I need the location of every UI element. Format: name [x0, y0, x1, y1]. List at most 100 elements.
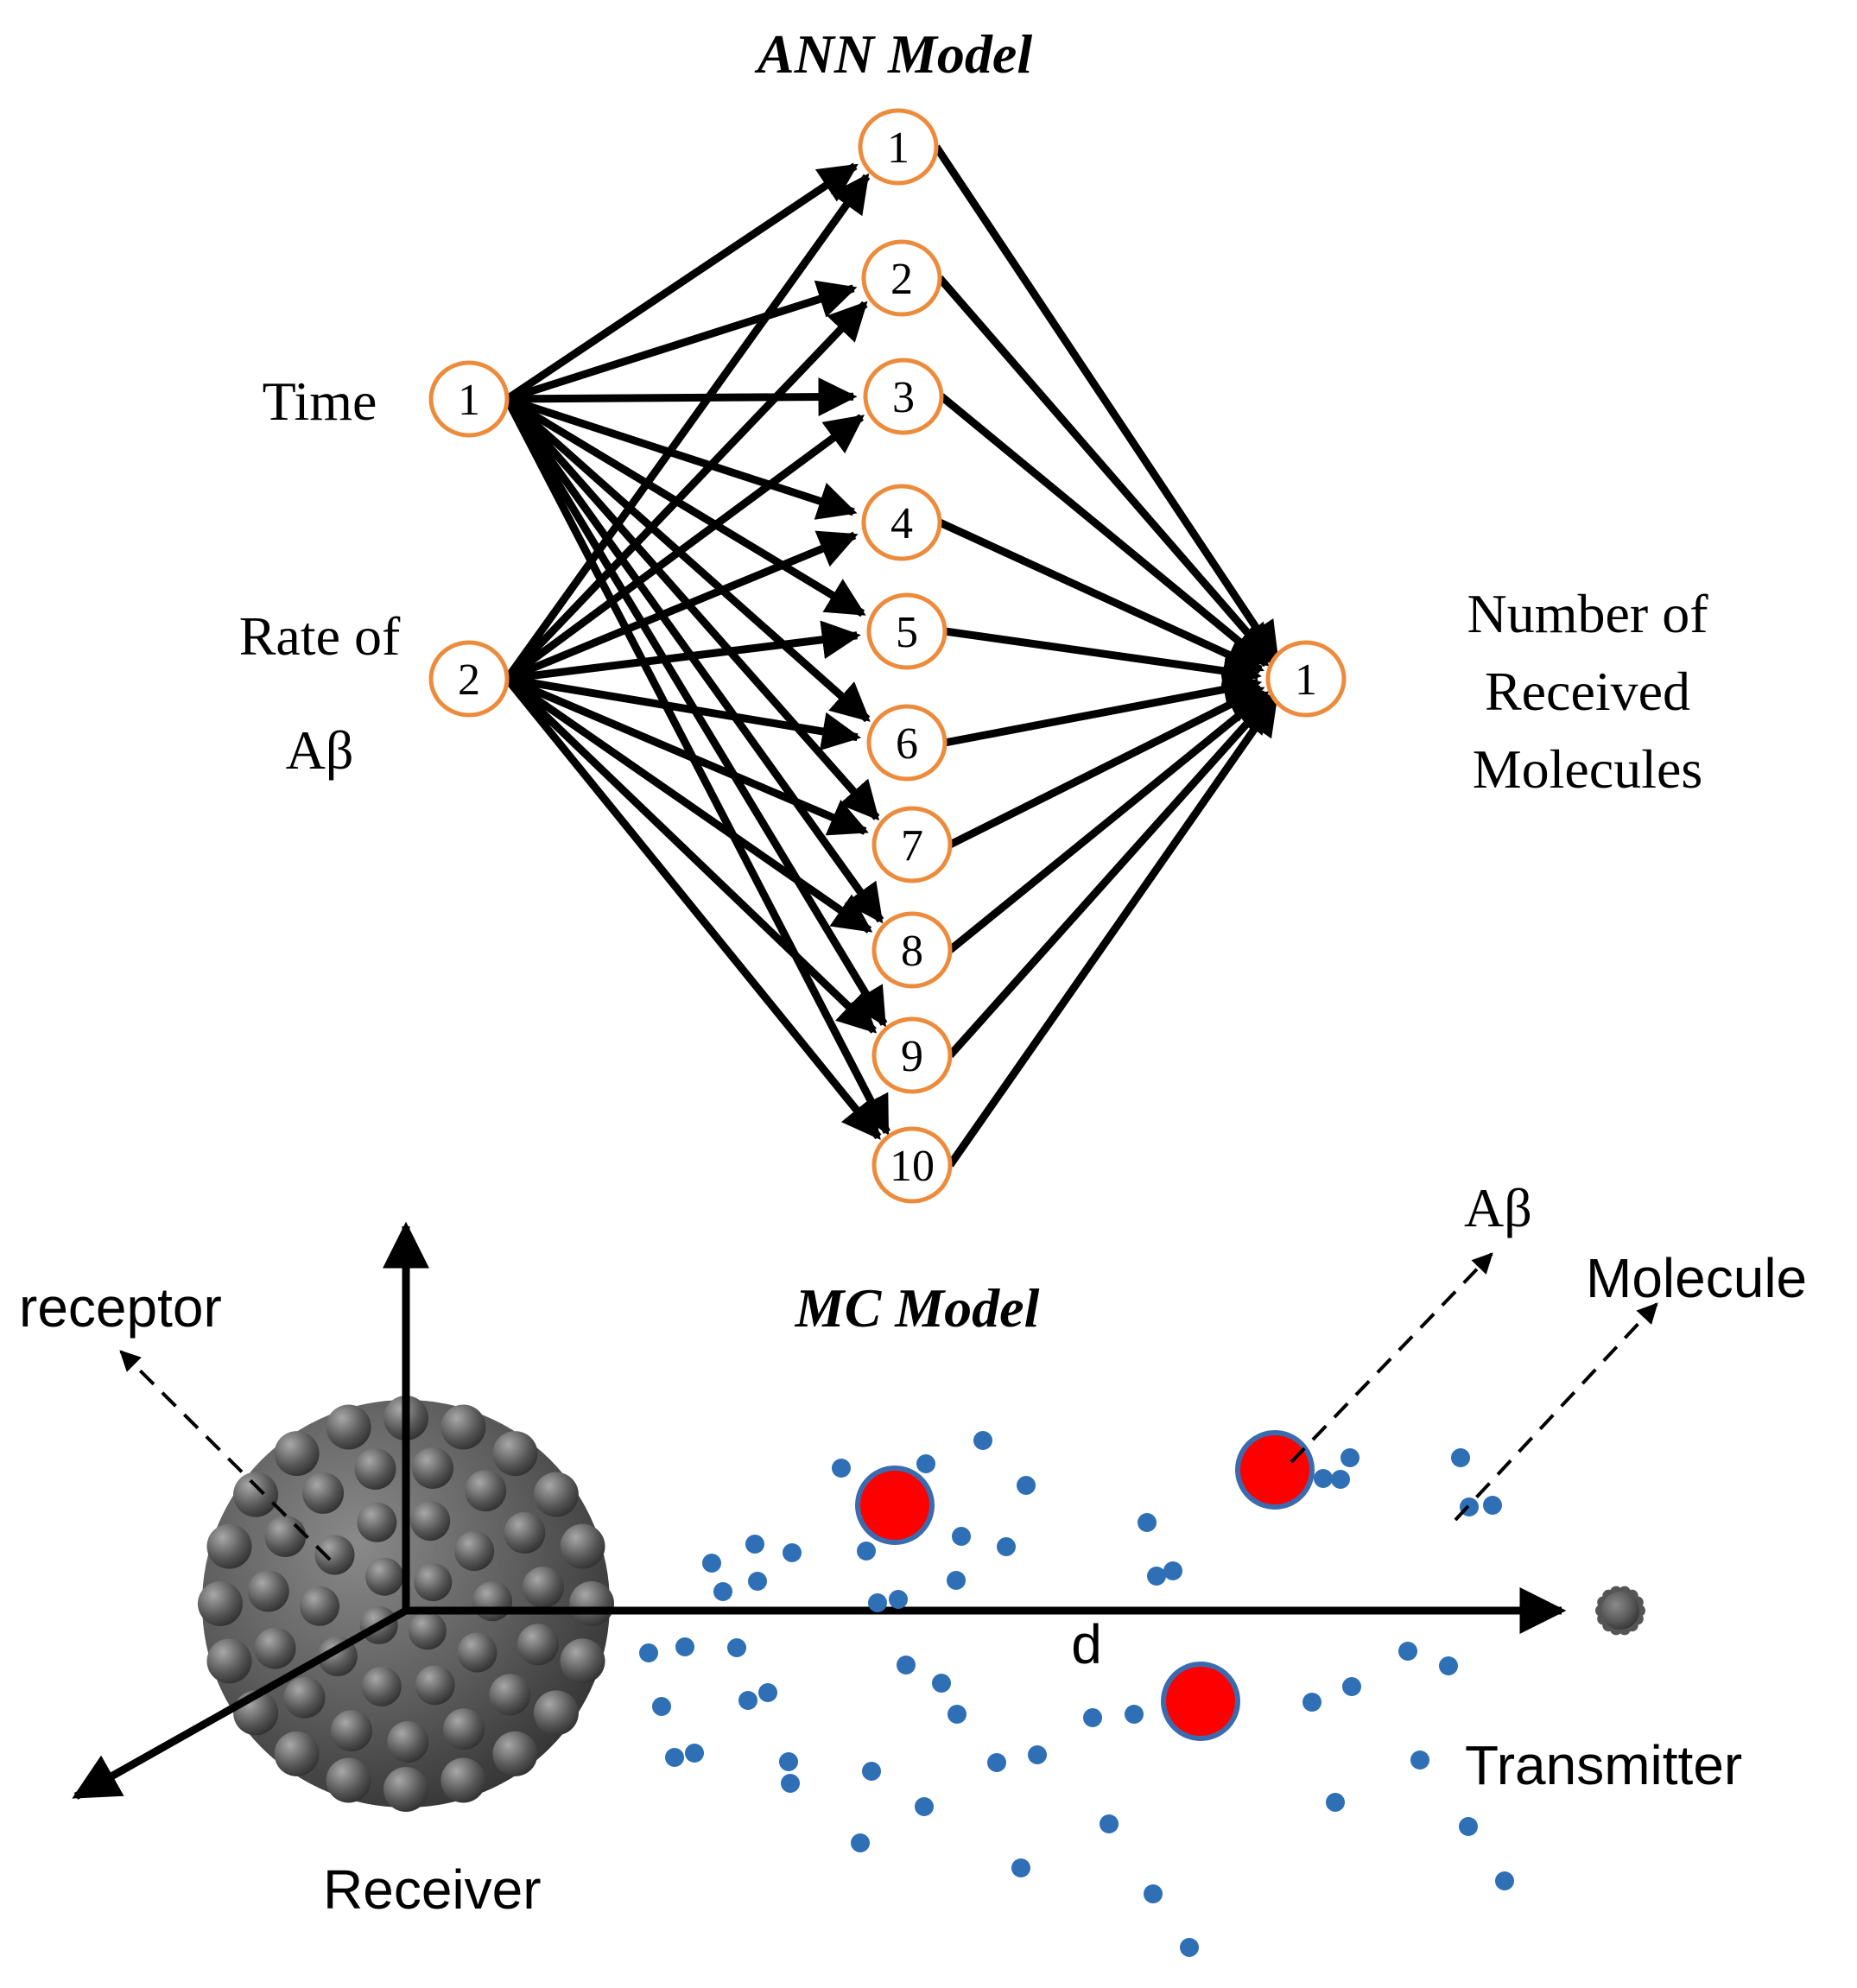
- molecule-dot: [857, 1542, 876, 1561]
- edge-h1-out: [933, 144, 1280, 662]
- molecule-dot: [738, 1691, 757, 1710]
- receptor-bump: [504, 1512, 546, 1554]
- edge-in1-h6: [504, 396, 871, 723]
- receptor-bump: [454, 1531, 495, 1571]
- receptor-bump: [440, 1757, 486, 1803]
- hidden-node-1-label: 1: [887, 123, 909, 173]
- receptor-label: receptor: [19, 1276, 222, 1339]
- y-axis: [72, 1607, 409, 1800]
- receptor-bump: [560, 1523, 605, 1569]
- molecule-dot: [987, 1753, 1006, 1772]
- molecule-dot: [1340, 1448, 1359, 1467]
- molecule-dot: [1302, 1693, 1321, 1712]
- hidden-node-9: 9: [871, 1016, 953, 1094]
- input-label-1-line1: Time: [263, 370, 377, 432]
- receptor-bump: [264, 1516, 307, 1557]
- receptor-bump: [361, 1666, 402, 1706]
- receptor-bump: [569, 1581, 614, 1626]
- molecule-dot: [948, 1705, 967, 1724]
- receptor-bump: [387, 1721, 429, 1763]
- mc-scene: receptor Receiver d Transmitter Aβ Molec…: [19, 1177, 1807, 1957]
- edge-h8-out: [948, 690, 1270, 953]
- molecule-dot: [685, 1744, 704, 1763]
- hidden-node-6-circle: [866, 704, 948, 782]
- receptor-bump: [465, 1470, 507, 1512]
- hidden-node-10-circle: [871, 1126, 953, 1204]
- edge-in1-h3: [506, 377, 858, 417]
- edge-in2-h2: [504, 301, 868, 682]
- receptor-bump: [326, 1757, 371, 1803]
- receiver-label: Receiver: [323, 1858, 542, 1921]
- hidden-node-1: 1: [858, 108, 939, 186]
- receptor-bump: [408, 1611, 447, 1650]
- receptor-bump: [233, 1472, 279, 1517]
- hidden-node-1-circle: [858, 108, 939, 186]
- receptor-bump: [492, 1731, 538, 1776]
- molecule-dot: [713, 1582, 732, 1601]
- hidden-node-5: 5: [866, 592, 948, 670]
- molecule-dot: [1083, 1708, 1102, 1727]
- receptor-bump: [357, 1502, 397, 1542]
- molecule-dot: [1147, 1567, 1166, 1586]
- edge-in1-h8: [504, 396, 884, 924]
- receptor-bump: [412, 1447, 453, 1489]
- receptor-bump: [206, 1523, 252, 1569]
- molecule-dot: [779, 1752, 798, 1771]
- edge-h9-out: [947, 693, 1274, 1059]
- molecule-dot: [889, 1590, 908, 1609]
- hidden-node-5-label: 5: [896, 608, 918, 657]
- edge-in1-h1: [504, 162, 859, 402]
- molecule-dot: [1326, 1793, 1345, 1812]
- input-node-1-circle: [428, 360, 510, 438]
- molecule-dot: [1125, 1705, 1144, 1724]
- receptor-bump: [457, 1632, 498, 1673]
- receptor-bump: [300, 1586, 339, 1626]
- receptor-bump: [517, 1624, 559, 1666]
- input-node-2-label: 2: [458, 655, 480, 705]
- molecule-dot: [1398, 1642, 1417, 1661]
- molecule-dot: [1495, 1871, 1514, 1890]
- hidden-node-10: 10: [871, 1126, 953, 1204]
- abeta-label: Aβ: [1464, 1177, 1532, 1238]
- receptor-bump: [198, 1581, 243, 1626]
- molecule-dot: [952, 1527, 971, 1546]
- receptor-bump: [331, 1710, 372, 1752]
- hidden-node-2-label: 2: [890, 255, 913, 304]
- edge-in2-h7: [505, 674, 869, 836]
- hidden-node-3: 3: [863, 358, 944, 435]
- hidden-node-4-label: 4: [890, 499, 913, 548]
- receptor-bump: [254, 1627, 296, 1669]
- molecule-dot: [1163, 1561, 1182, 1580]
- molecule-dot: [862, 1762, 881, 1781]
- receptor-bump: [326, 1404, 371, 1450]
- hidden-node-7-label: 7: [901, 821, 923, 871]
- hidden-node-9-circle: [871, 1016, 953, 1094]
- receptor-bump: [522, 1567, 564, 1608]
- edge-in1-h2: [505, 280, 858, 403]
- molecule-dot: [1451, 1448, 1470, 1467]
- input-label-2-line1: Rate of: [239, 605, 401, 667]
- receptor-bump: [492, 1431, 538, 1477]
- molecule-dot: [1011, 1858, 1030, 1877]
- receptor-bump: [472, 1581, 512, 1622]
- molecule-dot: [1483, 1496, 1502, 1515]
- output-node-label: 1: [1295, 655, 1317, 705]
- molecule-dot: [915, 1797, 934, 1816]
- edge-h5-out: [944, 627, 1262, 691]
- receptor-bump: [440, 1404, 486, 1450]
- edge-in2-h3: [504, 414, 865, 682]
- receptor-bump: [283, 1676, 326, 1719]
- hidden-node-2: 2: [861, 239, 942, 317]
- molecule-dot: [1410, 1751, 1429, 1770]
- molecule-dot: [1138, 1513, 1157, 1532]
- abeta-particles: [855, 1430, 1315, 1741]
- edge-in2-h4: [505, 530, 859, 683]
- input-node-2: 2: [428, 640, 510, 718]
- molecule-dot: [665, 1748, 684, 1767]
- transmitter-body: [1601, 1592, 1639, 1630]
- edge-in2-h10: [504, 676, 882, 1140]
- edge-in1-h5: [504, 396, 866, 617]
- receptor-bump: [560, 1638, 605, 1684]
- receptor-bump: [206, 1638, 252, 1684]
